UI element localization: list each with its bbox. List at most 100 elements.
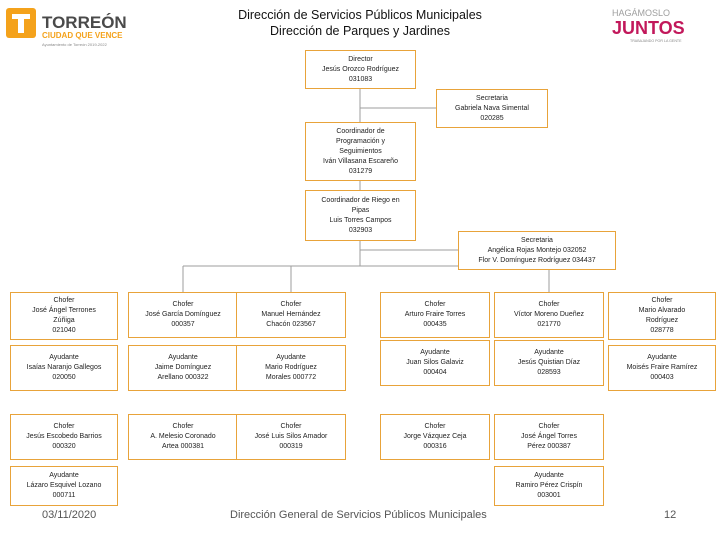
box-line: Pérez 000387 xyxy=(527,443,571,450)
box-line: Lázaro Esquivel Lozano xyxy=(26,482,102,489)
box-line: 000435 xyxy=(423,321,447,328)
box-line: Ayudante xyxy=(534,349,564,356)
box-line: 020285 xyxy=(480,114,504,122)
box-line: Ayudante xyxy=(534,472,564,479)
box-line: Zúñiga xyxy=(53,317,75,324)
box-line: Ayudante xyxy=(420,349,450,356)
box-line: Ayudante xyxy=(168,354,198,361)
box-line: 031083 xyxy=(348,75,373,83)
box-line: 003001 xyxy=(537,492,561,499)
box-line: 031279 xyxy=(348,167,373,175)
box-line: Jesús Escobedo Barrios xyxy=(26,433,102,440)
torreon-logo-name: TORREÓN xyxy=(42,13,127,32)
box-line: Chofer xyxy=(651,297,673,304)
box-line: Gabriela Nava Simental xyxy=(455,104,529,112)
footer-date: 03/11/2020 xyxy=(42,509,97,521)
box-line: Director xyxy=(348,55,373,63)
box-line: Flor V. Domínguez Rodríguez 034437 xyxy=(478,256,596,264)
box-line: Chacón 023567 xyxy=(266,321,316,328)
box-line: Manuel Hernández xyxy=(261,311,321,318)
box-line: Artea 000381 xyxy=(161,443,205,450)
box-line: Chofer xyxy=(280,301,302,308)
box-line: José Ángel Torres xyxy=(521,433,577,440)
box-line: Angélica Rojas Montejo 032052 xyxy=(487,246,587,254)
box-line: Mario Rodríguez xyxy=(265,364,317,371)
box-line: Morales 000772 xyxy=(265,374,317,381)
box-line: Secretaria xyxy=(476,94,508,102)
torreon-logo-small: Ayuntamiento de Torreón 2019-2022 xyxy=(42,42,108,47)
box-line: 000711 xyxy=(52,492,76,499)
box-line: Víctor Moreno Dueñez xyxy=(513,311,585,318)
box-line: Ayudante xyxy=(49,354,79,361)
box-line: Isaías Naranjo Gallegos xyxy=(26,364,102,371)
box-line: Chofer xyxy=(424,423,446,430)
box-line: Arellano 000322 xyxy=(157,374,209,381)
box-line: 000403 xyxy=(650,374,674,381)
box-line: Mario Alvarado xyxy=(638,307,686,314)
box-line: Jesús Orozco Rodríguez xyxy=(321,65,400,73)
box-line: 000357 xyxy=(171,321,195,328)
box-line: Juan Silos Galaviz xyxy=(406,359,464,366)
box-line: Chofer xyxy=(538,301,560,308)
box-line: Rodríguez xyxy=(645,317,679,324)
title-line-1: Dirección de Servicios Públicos Municipa… xyxy=(238,8,482,22)
box-line: Iván Villasana Escareño xyxy=(323,157,398,165)
hagamoslo-juntos-logo: HAGÁMOSLO JUNTOS TRABAJANDO POR LA GENTE xyxy=(612,8,685,43)
box-line: Chofer xyxy=(424,301,446,308)
box-line: 000404 xyxy=(423,369,447,376)
box-line: Chofer xyxy=(172,423,194,430)
box-line: Jesús Quistian Díaz xyxy=(517,359,581,366)
box-line: 028593 xyxy=(537,369,561,376)
box-line: José Luis Silos Amador xyxy=(254,433,328,440)
box-line: Pipas xyxy=(351,206,370,214)
box-line: Chofer xyxy=(172,301,194,308)
box-line: Chofer xyxy=(280,423,302,430)
box-line: 021040 xyxy=(52,327,76,334)
box-line: 028778 xyxy=(650,327,674,334)
box-line: Luis Torres Campos xyxy=(329,216,392,224)
box-line: Coordinador de xyxy=(336,127,385,135)
logo-right-small: TRABAJANDO POR LA GENTE xyxy=(630,39,682,43)
box-line: José García Domínguez xyxy=(145,311,221,318)
box-line: José Ángel Terrones xyxy=(32,307,96,314)
footer-center: Dirección General de Servicios Públicos … xyxy=(230,509,487,521)
box-line: 000316 xyxy=(423,443,447,450)
logo-right-line1: HAGÁMOSLO xyxy=(612,8,670,18)
torreon-logo-tagline: CIUDAD QUE VENCE xyxy=(42,31,123,40)
box-line: Ramiro Pérez Crispín xyxy=(515,482,583,489)
torreon-logo: TORREÓN CIUDAD QUE VENCE Ayuntamiento de… xyxy=(6,8,127,47)
box-line: 000319 xyxy=(279,443,303,450)
box-line: A. Melesio Coronado xyxy=(150,433,216,440)
box-line: Seguimientos xyxy=(339,147,382,155)
box-line: Coordinador de Riego en xyxy=(321,196,400,204)
box-line: Moisés Fraire Ramírez xyxy=(626,364,698,371)
box-line: Chofer xyxy=(538,423,560,430)
box-line: 000320 xyxy=(52,443,76,450)
box-line: 032903 xyxy=(348,226,373,234)
title-line-2: Dirección de Parques y Jardines xyxy=(270,24,450,38)
box-line: Secretaria xyxy=(521,236,553,244)
box-line: 021770 xyxy=(537,321,561,328)
box-line: Chofer xyxy=(53,297,75,304)
